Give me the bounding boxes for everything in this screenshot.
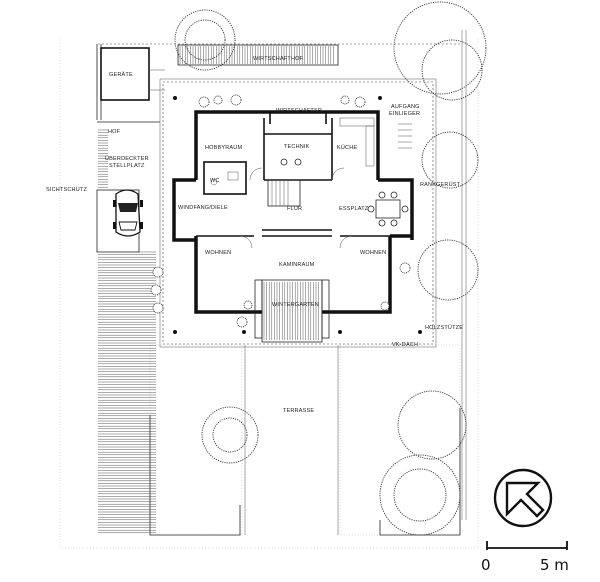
site-boundary xyxy=(59,30,479,549)
hof-carport: HOF ÜBERDECKTER STELLPLATZ SICHTSCHUTZ xyxy=(46,121,160,534)
vk-dach-outline xyxy=(159,78,437,348)
kaminraum-label: KAMINRAUM xyxy=(279,262,315,268)
north-arrow-icon xyxy=(493,468,553,528)
hobbyraum-label: HOBBYRAUM xyxy=(205,145,242,151)
wohnen-right-label: WOHNEN xyxy=(360,250,386,256)
trees xyxy=(150,1,487,536)
car-icon xyxy=(113,189,143,237)
wirtschaftsr-label: WIRTSCHAFTSR. xyxy=(276,108,324,114)
stellplatz-label-2: STELLPLATZ xyxy=(109,163,145,169)
wintergarten: WINTERGARTEN xyxy=(254,279,330,343)
aufgang-label-1: AUFGANG xyxy=(391,104,420,110)
wc-label: WC xyxy=(210,178,220,184)
furniture xyxy=(210,117,412,227)
rankgeruest-label: RANKGERÜST xyxy=(420,181,461,188)
geraete-shed: GERÄTE xyxy=(100,47,165,101)
vk-dach-label: VK-DACH xyxy=(392,342,418,348)
house-walls xyxy=(172,110,414,314)
stellplatz-label-1: ÜBERDECKTER xyxy=(105,155,149,162)
windfang-label: WINDFANG/DIELE xyxy=(178,205,228,211)
terrasse-label: TERRASSE xyxy=(283,408,314,414)
scale-start-label: 0 xyxy=(481,556,491,574)
wirtschaftshof: WIRTSCHAFTHOF xyxy=(177,44,339,66)
technik-label: TECHNIK xyxy=(284,144,310,150)
holzstuetze-label: HOLZSTÜTZE xyxy=(425,324,463,331)
essplatz-label: ESSPLATZ xyxy=(339,206,369,212)
scale-end-label: 5 m xyxy=(540,556,569,574)
flur-label: FLUR xyxy=(287,206,302,212)
kueche-label: KÜCHE xyxy=(337,144,357,151)
scale-bar: 0 5 m xyxy=(481,541,569,574)
wohnen-left-label: WOHNEN xyxy=(205,250,231,256)
wintergarten-label: WINTERGARTEN xyxy=(272,302,319,308)
sichtschutz-label: SICHTSCHUTZ xyxy=(46,187,87,193)
aufgang-label-2: EINLIEGER xyxy=(389,111,420,117)
hof-label: HOF xyxy=(108,129,121,135)
wirtschaftshof-label: WIRTSCHAFTHOF xyxy=(253,56,304,62)
room-labels: WIRTSCHAFTSR. AUFGANG EINLIEGER HOBBYRAU… xyxy=(178,104,463,414)
columns xyxy=(173,96,422,334)
geraete-label: GERÄTE xyxy=(109,71,133,78)
